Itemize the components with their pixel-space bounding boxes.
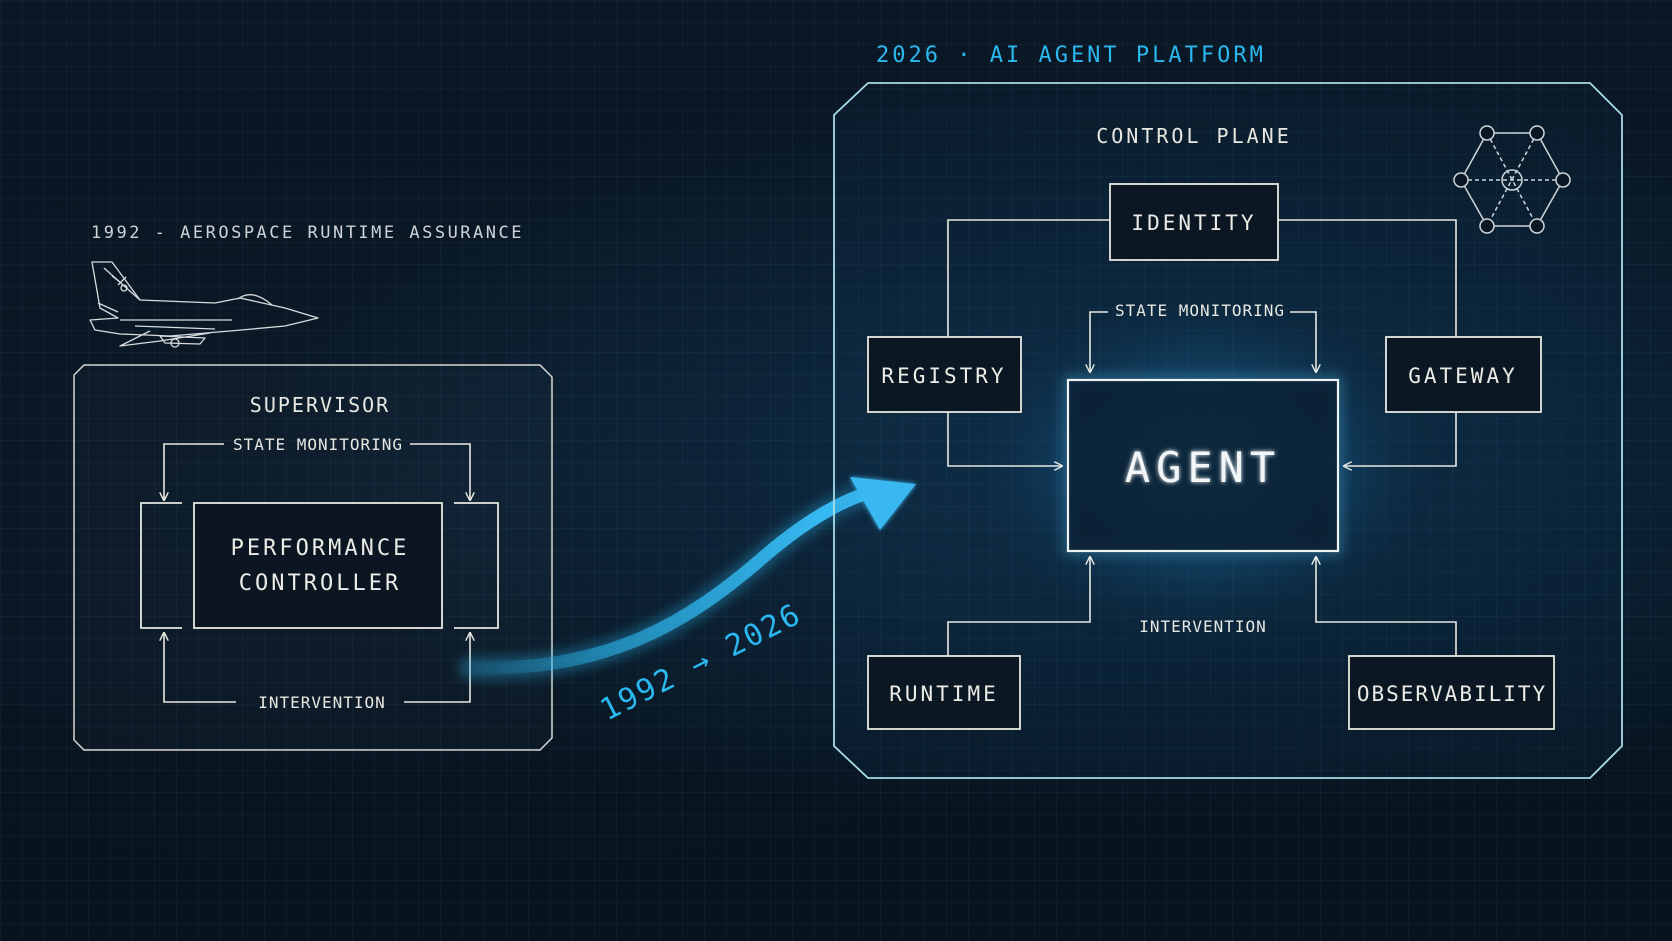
gateway-label: GATEWAY (1408, 364, 1518, 388)
registry-to-agent-arrow (947, 412, 1062, 466)
gateway-to-agent-arrow (1344, 412, 1457, 466)
left-monitoring-arrow-left (164, 443, 224, 500)
agent-label: AGENT (1125, 443, 1281, 492)
observability-node (1348, 655, 1555, 730)
supervisor-label: SUPERVISOR (250, 393, 390, 417)
agent-node (1066, 378, 1340, 553)
observability-to-agent-arrow (1316, 557, 1457, 656)
identity-to-registry-line (947, 219, 1110, 337)
left-intervention-label: INTERVENTION (258, 693, 386, 712)
left-heading: 1992 - AEROSPACE RUNTIME ASSURANCE (91, 223, 524, 243)
left-bracket-left (140, 502, 182, 629)
left-intervention-arrow-left (164, 633, 236, 703)
right-state-monitoring-label: STATE MONITORING (1115, 301, 1285, 320)
jet-aircraft-icon (89, 261, 319, 348)
registry-label: REGISTRY (881, 364, 1006, 388)
transition-arrow (459, 477, 916, 680)
right-heading: 2026 · AI AGENT PLATFORM (876, 43, 1266, 68)
supervisor-box (73, 364, 553, 751)
right-monitoring-arrow-right (1290, 311, 1316, 372)
runtime-to-agent-arrow (947, 557, 1090, 656)
network-graph-icon (1453, 125, 1571, 234)
runtime-node (867, 655, 1021, 730)
right-intervention-label: INTERVENTION (1139, 617, 1267, 636)
observability-label: OBSERVABILITY (1357, 682, 1547, 706)
controller-label-line2: CONTROLLER (239, 571, 401, 596)
identity-label: IDENTITY (1131, 211, 1256, 235)
left-intervention-arrow-right (404, 633, 470, 703)
registry-node (867, 336, 1022, 413)
runtime-label: RUNTIME (889, 682, 999, 706)
control-plane-label: CONTROL PLANE (1096, 124, 1292, 148)
performance-controller-box (193, 502, 443, 629)
left-monitoring-arrow-right (410, 443, 470, 500)
identity-node (1109, 183, 1279, 261)
identity-to-gateway-line (1278, 219, 1457, 337)
right-monitoring-arrow-left (1090, 311, 1108, 372)
left-bracket-right (454, 502, 499, 629)
gateway-node (1385, 336, 1542, 413)
controller-label-line1: PERFORMANCE (231, 536, 410, 561)
left-state-monitoring-label: STATE MONITORING (233, 435, 403, 454)
